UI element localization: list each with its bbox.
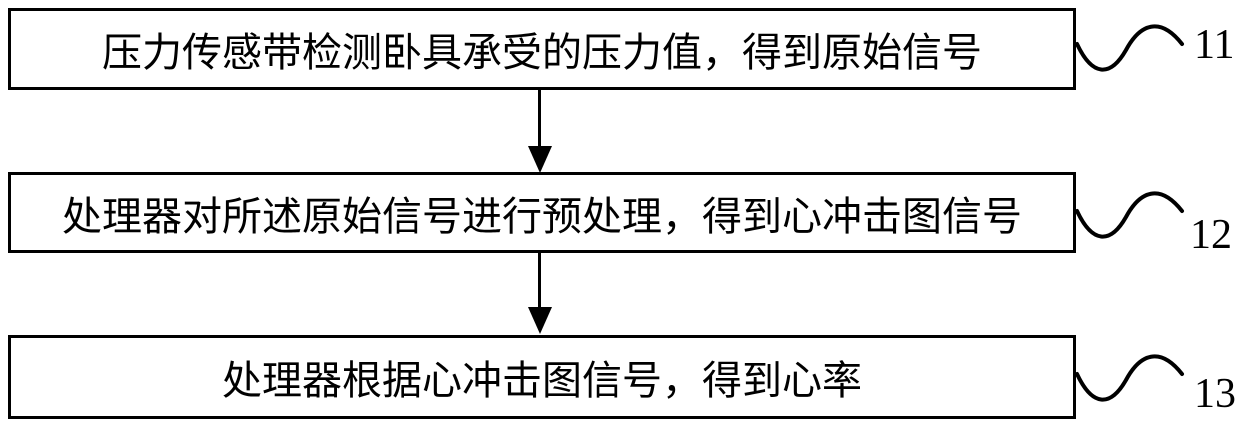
flow-step-3-label: 处理器根据心冲击图信号，得到心率 <box>222 358 862 403</box>
reference-squiggle-2-icon <box>1076 191 1184 239</box>
flow-step-1-box: 压力传感带检测卧具承受的压力值，得到原始信号 <box>8 8 1076 90</box>
down-arrow-2-line <box>538 253 541 308</box>
down-arrow-2-head-icon <box>528 307 552 334</box>
reference-squiggle-1-icon <box>1076 24 1184 72</box>
reference-number-11: 11 <box>1194 22 1235 68</box>
reference-squiggle-3-icon <box>1076 354 1184 402</box>
down-arrow-1-line <box>538 90 541 147</box>
reference-number-13: 13 <box>1194 371 1236 417</box>
flow-step-2-label: 处理器对所述原始信号进行预处理，得到心冲击图信号 <box>62 193 1022 239</box>
flow-step-2-box: 处理器对所述原始信号进行预处理，得到心冲击图信号 <box>8 172 1076 253</box>
down-arrow-1-head-icon <box>528 146 552 173</box>
flow-step-3-box: 处理器根据心冲击图信号，得到心率 <box>8 335 1076 419</box>
reference-number-12: 12 <box>1190 212 1232 258</box>
flow-step-1-label: 压力传感带检测卧具承受的压力值，得到原始信号 <box>102 30 982 75</box>
